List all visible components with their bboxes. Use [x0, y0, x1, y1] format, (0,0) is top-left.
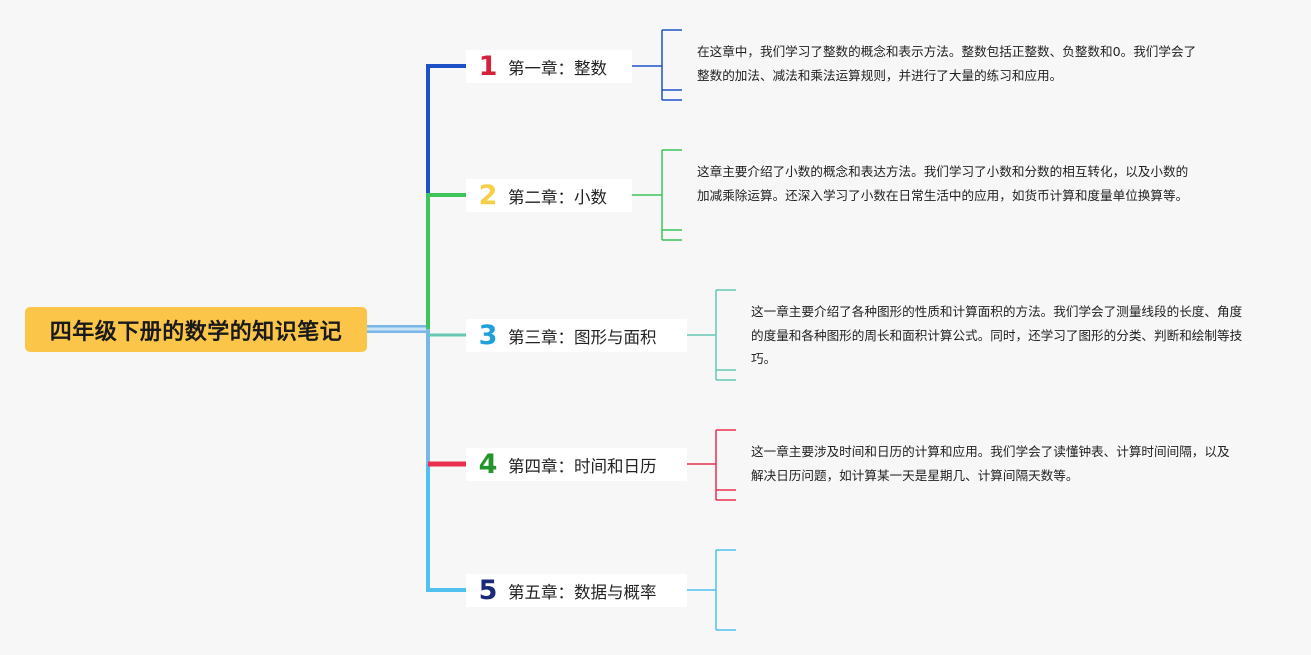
chapter-node-1[interactable]: 1 第一章：整数 [466, 50, 632, 83]
bracket-chapter-2 [632, 149, 682, 241]
bracket-chapter-5 [687, 549, 736, 631]
chapter-number-5: 5 [478, 575, 498, 606]
chapter-number-1: 1 [478, 51, 498, 82]
chapter-node-3[interactable]: 3 第三章：图形与面积 [466, 319, 687, 352]
bracket-chapter-3 [687, 289, 736, 381]
chapter-number-2: 2 [478, 180, 498, 211]
chapter-title-4: 第四章：时间和日历 [508, 456, 657, 476]
chapter-node-4[interactable]: 4 第四章：时间和日历 [466, 448, 687, 481]
chapter-description-1: 在这章中，我们学习了整数的概念和表示方法。整数包括正整数、负整数和0。我们学会了… [697, 44, 1197, 83]
chapter-title-5: 第五章：数据与概率 [508, 582, 657, 602]
chapter-title-3: 第三章：图形与面积 [508, 327, 657, 347]
chapter-title-1: 第一章：整数 [508, 58, 607, 78]
chapter-number-4: 4 [478, 449, 498, 480]
chapter-description-4: 这一章主要涉及时间和日历的计算和应用。我们学会了读懂钟表、计算时间间隔，以及解决… [751, 444, 1230, 483]
root-topic-label: 四年级下册的数学的知识笔记 [49, 319, 343, 345]
chapter-node-2[interactable]: 2 第二章：小数 [466, 179, 632, 212]
bracket-chapter-1 [632, 29, 682, 101]
bracket-chapter-4 [687, 429, 736, 501]
chapter-number-3: 3 [478, 320, 498, 351]
chapter-title-2: 第二章：小数 [508, 187, 607, 207]
chapter-description-3: 这一章主要介绍了各种图形的性质和计算面积的方法。我们学会了测量线段的长度、角度的… [751, 304, 1243, 366]
chapter-node-5[interactable]: 5 第五章：数据与概率 [466, 574, 687, 607]
chapter-description-2: 这章主要介绍了小数的概念和表达方法。我们学习了小数和分数的相互转化，以及小数的加… [697, 164, 1189, 203]
root-topic[interactable]: 四年级下册的数学的知识笔记 [25, 307, 367, 352]
